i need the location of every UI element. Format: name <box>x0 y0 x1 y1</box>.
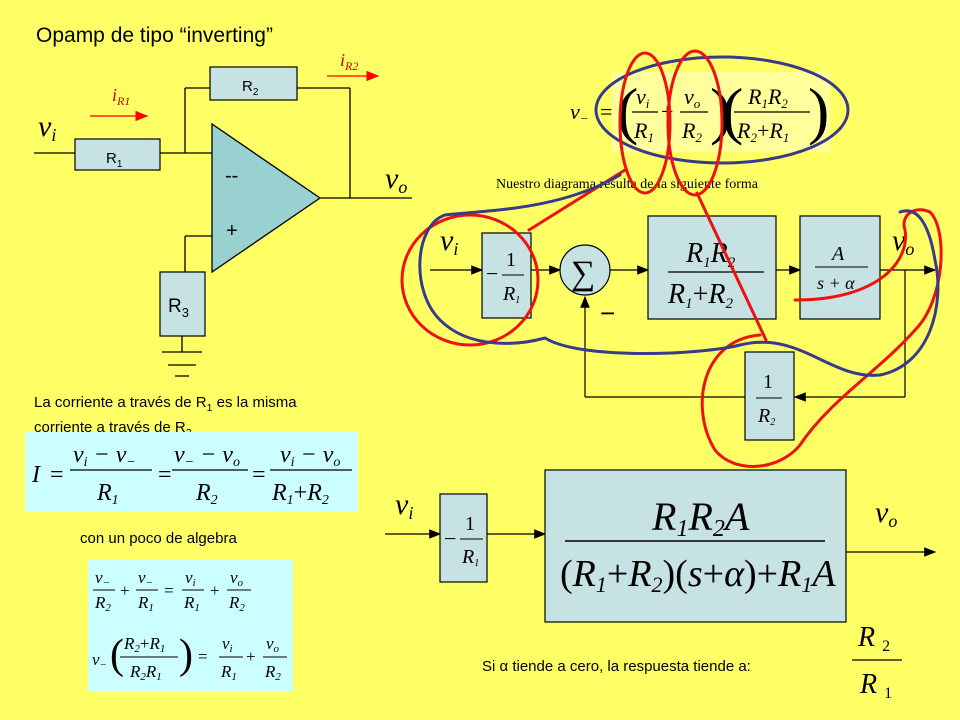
svg-text:R1R2: R1R2 <box>747 84 788 111</box>
algebra-equation: v− R2 + v− R1 = vi R1 + vo R2 v− ( R2+R1… <box>92 568 287 683</box>
svg-text:): ) <box>808 75 829 146</box>
svg-text:vi: vi <box>185 568 196 589</box>
r1-resistor <box>74 138 161 171</box>
svg-text:vi: vi <box>395 488 413 523</box>
r1-label: R1 <box>106 150 123 170</box>
circuit-vi: vi <box>38 110 56 145</box>
final-note: Si α tiende a cero, la respuesta tiende … <box>482 658 751 675</box>
svg-text:R 1: R 1 <box>859 669 892 702</box>
svg-text:R2R1: R2R1 <box>129 662 162 683</box>
svg-text:=: = <box>252 462 266 488</box>
svg-text:vo: vo <box>875 496 897 531</box>
opamp-plus: + <box>226 220 238 242</box>
slide-title: Opamp de tipo “inverting” <box>36 24 273 47</box>
svg-text:+: + <box>120 581 130 600</box>
svg-text:1: 1 <box>465 513 475 535</box>
r2-resistor <box>209 66 298 101</box>
opamp-circuit <box>34 87 412 377</box>
svg-text:I: I <box>31 462 41 488</box>
svg-text:+: + <box>246 647 256 666</box>
opamp-minus: -- <box>225 165 238 187</box>
final-ratio: R 2 R 1 <box>852 622 902 702</box>
svg-text:−: − <box>444 526 456 551</box>
svg-text:R1+R2: R1+R2 <box>271 480 329 508</box>
svg-text:v−: v− <box>570 99 589 126</box>
opamp-triangle <box>211 122 322 274</box>
svg-text:=: = <box>600 99 612 124</box>
feedback-block <box>744 351 795 441</box>
svg-text:R 2: R 2 <box>857 622 890 655</box>
svg-text:(: ( <box>722 75 743 146</box>
vminus-equation: v− = ( vi R1 + vo R2 ) ( R1R2 R2+R1 ) <box>570 72 830 152</box>
svg-text:1: 1 <box>506 249 516 271</box>
svg-text:=: = <box>198 647 208 666</box>
summing-junction <box>559 244 611 296</box>
annotation-scribbles <box>400 49 943 468</box>
svg-text:+: + <box>210 581 220 600</box>
r2-label: R2 <box>242 78 259 98</box>
svg-text:(: ( <box>110 632 124 678</box>
svg-text:R1+R2: R1+R2 <box>667 279 734 312</box>
current-note-line1: La corriente a través de R <box>34 394 207 411</box>
feedback-block-diagram: ∑ − vi vo − 1 R1 R1R2 R1+R2 A s + α 1 R2 <box>430 215 937 441</box>
sum-symbol: ∑ <box>571 255 595 292</box>
svg-text:v− − vo: v− − vo <box>174 442 240 470</box>
svg-text:=: = <box>158 462 172 488</box>
gain-block-r1r2 <box>647 215 777 320</box>
current-note-line1-sub: 1 <box>206 402 213 414</box>
reduced-block-diagram: vi vo − 1 R1 R1R2A (R1+R2)(s+α)+R1A <box>385 469 937 623</box>
ir1-label: iR1 <box>112 85 130 108</box>
svg-text:vi − vo: vi − vo <box>280 442 340 470</box>
svg-text:=: = <box>50 462 64 488</box>
ir2-label: iR2 <box>340 50 358 73</box>
algebra-note: con un poco de algebra <box>80 530 237 547</box>
feedback-sign: − <box>600 298 615 328</box>
algebra-equation-box <box>88 560 293 692</box>
svg-text:−: − <box>486 261 498 286</box>
reduced-gain-block <box>439 493 488 583</box>
diagram-caption: Nuestro diagrama resulta de la siguiente… <box>496 177 759 192</box>
closed-loop-block <box>544 469 847 623</box>
current-note-line1-end: es la misma <box>212 394 297 411</box>
plant-denominator: s + α <box>817 273 855 293</box>
r3-resistor <box>159 271 206 337</box>
svg-text:): ) <box>179 632 193 678</box>
svg-text:=: = <box>164 581 174 600</box>
circuit-vo: vo <box>385 162 407 197</box>
plant-numerator: A <box>830 243 845 265</box>
current-note: La corriente a través de R1 es la misma … <box>34 393 297 443</box>
svg-text:1: 1 <box>763 371 773 393</box>
current-equation: I= vi − v− R1 = v− − vo R2 = vi − vo R1+… <box>31 442 352 508</box>
svg-text:vi − v−: vi − v− <box>73 442 136 470</box>
svg-text:vi: vi <box>440 224 458 259</box>
svg-text:R2+R1: R2+R1 <box>736 118 789 145</box>
svg-text:R2+R1: R2+R1 <box>123 634 165 655</box>
current-note-line2: corriente a través de R <box>34 419 186 436</box>
r3-label: R3 <box>168 296 189 320</box>
current-equation-box <box>25 432 358 512</box>
svg-text:vi: vi <box>222 634 233 655</box>
svg-text:R1R2A: R1R2A <box>651 494 750 542</box>
svg-text:(R1+R2)(s+α)+R1A: (R1+R2)(s+α)+R1A <box>560 553 836 597</box>
